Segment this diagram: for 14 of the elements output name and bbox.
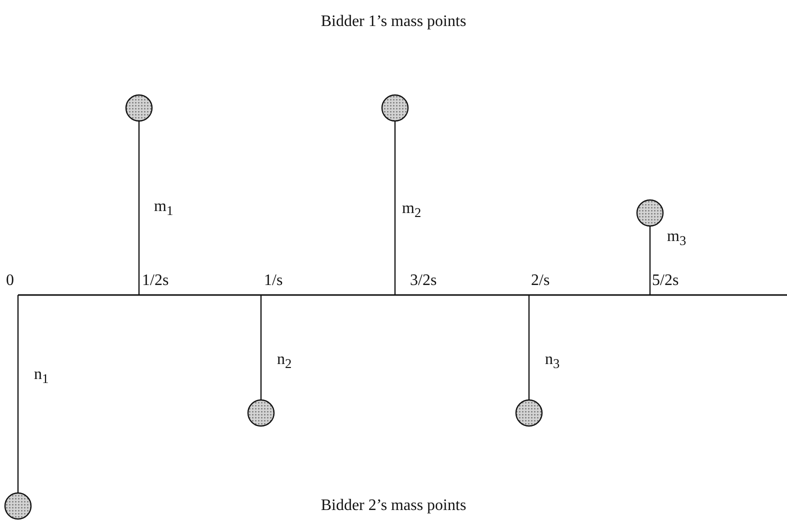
chart-title: Bidder 1’s mass points [320, 13, 468, 31]
mass-label: m$_{3}$ [667, 228, 686, 250]
mass-label: n$_{1}$ [34, 366, 49, 388]
axis-tick-label: 1/2s [142, 272, 169, 290]
mass-label: m$_{1}$ [154, 198, 174, 220]
mass-label: n$_{3}$ [545, 351, 560, 374]
axis-tick-label: 3/2s [410, 272, 437, 290]
axis-tick-label: 5/2s [652, 272, 679, 290]
axis-tick-label: 2/s [531, 272, 550, 290]
mass-label: n$_{2}$ [277, 351, 292, 374]
mass-label: m$_{2}$ [402, 200, 422, 222]
axis-tick-label: 0 [6, 272, 14, 290]
axis-tick-label: 1/s [264, 272, 283, 290]
chart-caption: Bidder 2’s mass points [320, 497, 468, 515]
